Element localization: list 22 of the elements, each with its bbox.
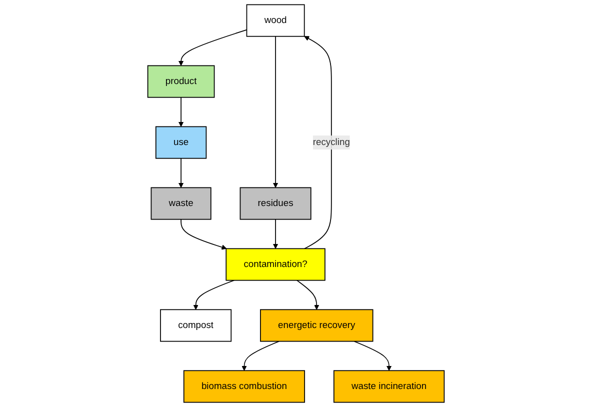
node-box: use — [155, 126, 207, 159]
arrow — [272, 36, 278, 188]
arrow — [304, 36, 332, 250]
node-box: residues — [240, 187, 312, 220]
arrow — [242, 340, 280, 371]
arrow — [178, 96, 184, 127]
arrow — [272, 218, 278, 249]
arrow — [178, 158, 184, 188]
arrow — [354, 340, 392, 371]
arrow — [193, 280, 235, 310]
node-box: waste incineration — [333, 370, 445, 403]
node-box: compost — [160, 309, 232, 342]
arrow — [178, 29, 248, 66]
node-box: energetic recovery — [260, 309, 374, 342]
node-box: wood — [246, 4, 305, 37]
node-box: product — [147, 65, 215, 98]
edge-label: recycling — [312, 137, 350, 148]
node-box: waste — [150, 187, 212, 220]
arrow — [180, 218, 227, 250]
node-box: contamination? — [226, 248, 326, 281]
arrow — [296, 280, 320, 310]
node-box: biomass combustion — [183, 370, 306, 403]
